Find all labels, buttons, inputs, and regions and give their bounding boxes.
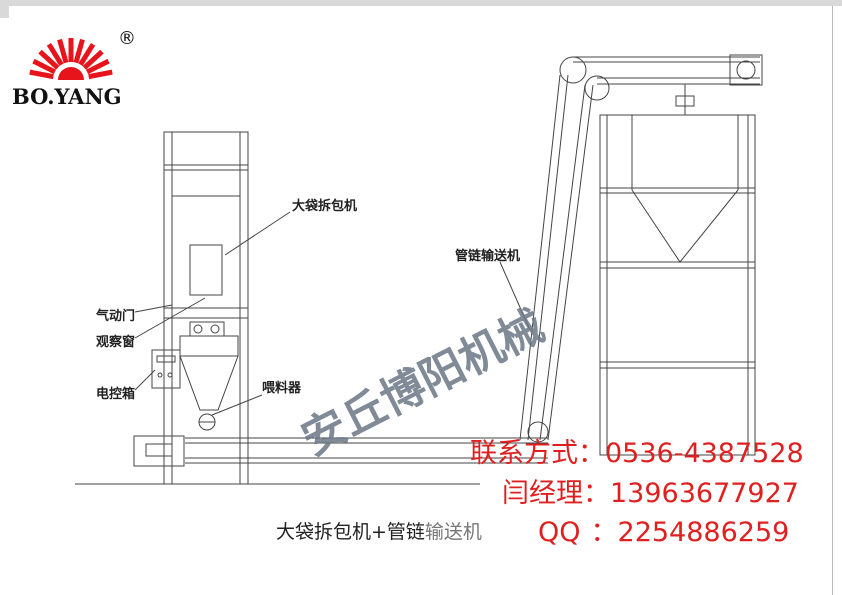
frame-shadow-left [0,0,9,18]
registered-mark: ® [118,28,136,49]
label-pneumatic-door: 气动门 [96,308,135,324]
label-control-box: 电控箱 [96,386,135,402]
caption-part1: 大袋拆包机+管链 [276,521,425,543]
leader-lines [134,211,531,416]
logo-ray [57,38,69,64]
contact-line2: 闫经理：13963677927 [502,478,799,509]
logo-ray [46,42,64,66]
caption: 大袋拆包机+管链输送机 [276,521,482,543]
label-observation-window: 观察窗 [96,334,135,350]
contact-line1: 联系方式：0536-4387528 [470,438,804,469]
frame-shadow-top [0,0,842,6]
logo-ray [38,49,60,70]
contact-info: 联系方式：0536-4387528 闫经理：13963677927 QQ：225… [470,438,804,548]
label-conveyor: 管链输送机 [455,248,520,264]
unpacker-drawing [75,131,548,485]
caption-part2: 输送机 [425,521,482,543]
logo: BO.YANG ® [12,28,136,109]
label-unpacker: 大袋拆包机 [292,198,357,214]
conveyor-drawing [519,54,763,456]
logo-ray [73,38,85,64]
logo-ray [78,42,96,66]
sunburst-icon [29,38,113,80]
label-feeder: 喂料器 [262,380,302,396]
logo-ray [32,58,57,75]
logo-ray [82,49,104,70]
logo-ray [29,69,54,80]
logo-text: BO.YANG [12,84,122,109]
logo-ray [85,58,110,75]
frame-border-right [832,6,833,595]
contact-line3: QQ：2254886259 [538,517,789,548]
logo-ray [88,69,113,80]
